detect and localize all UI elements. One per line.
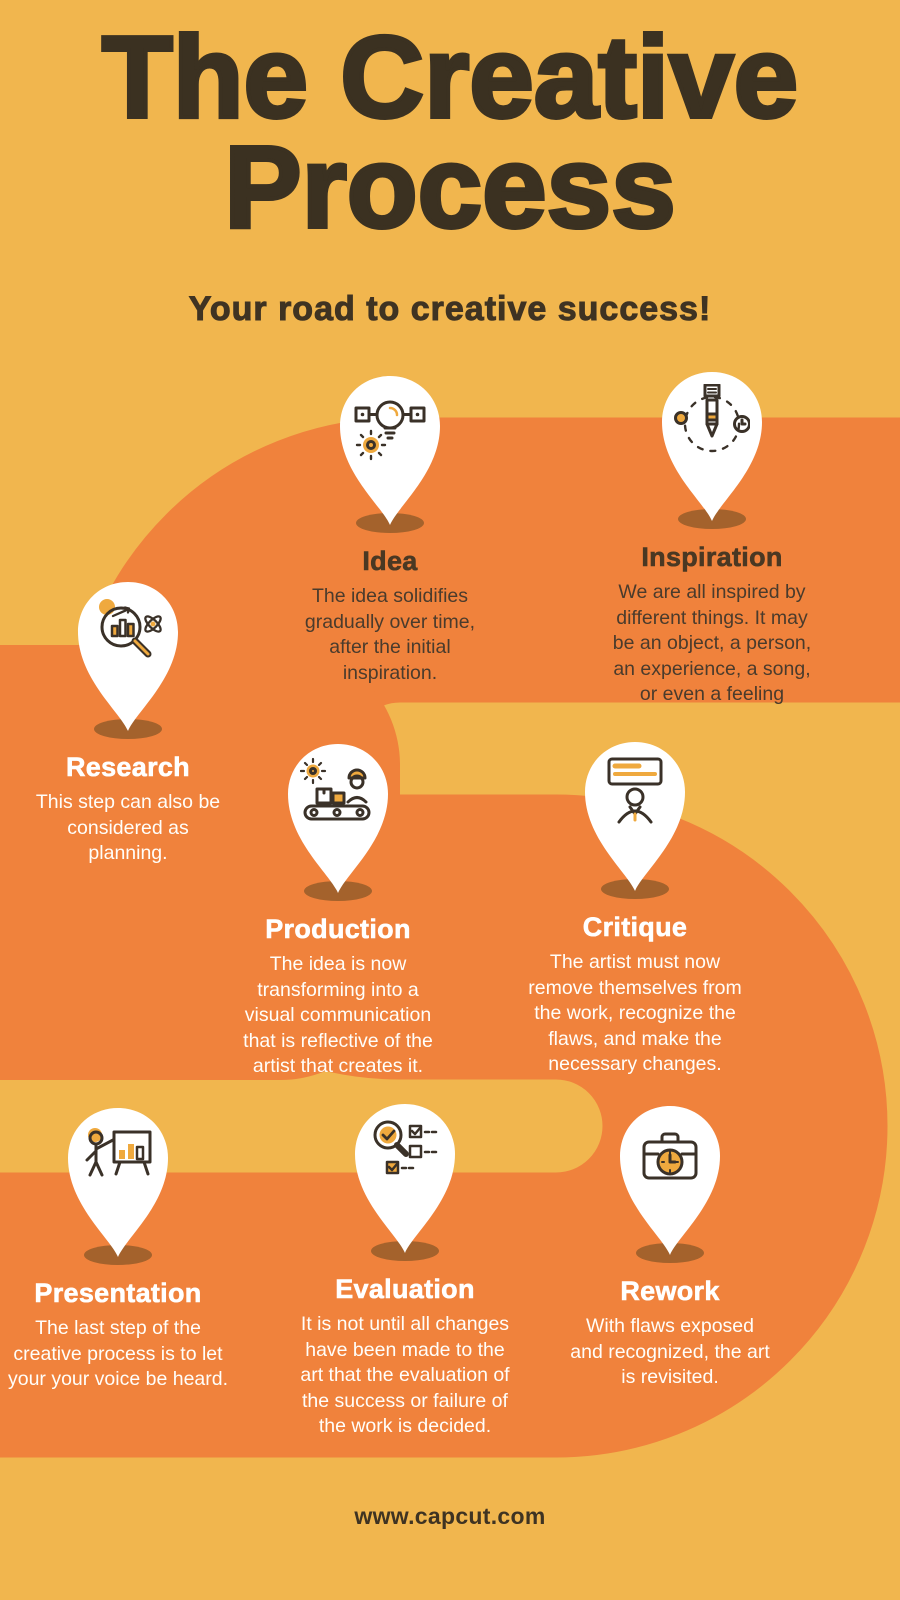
step-research: Research This step can also be considere… bbox=[0, 574, 268, 867]
step-presentation: Presentation The last step of the creati… bbox=[0, 1100, 258, 1393]
lightbulb-gear-icon bbox=[354, 400, 426, 461]
subtitle: Your road to creative success! bbox=[188, 290, 712, 329]
map-pin-rework bbox=[610, 1098, 730, 1264]
step-label: Production bbox=[265, 914, 411, 945]
toolbox-clock-icon bbox=[642, 1132, 698, 1180]
map-pin-research bbox=[68, 574, 188, 740]
step-description: The artist must now remove themselves fr… bbox=[528, 951, 742, 1075]
step-rework: Rework With flaws exposed and recognized… bbox=[530, 1098, 810, 1391]
step-description: It is not until all changes have been ma… bbox=[300, 1313, 510, 1437]
step-label: Inspiration bbox=[641, 542, 783, 573]
map-pin-production bbox=[278, 736, 398, 902]
footer-url: www.capcut.com bbox=[354, 1503, 546, 1529]
step-description: This step can also be considered as plan… bbox=[35, 791, 221, 864]
title-line-1: The Creative bbox=[100, 12, 800, 142]
map-pin-presentation bbox=[58, 1100, 178, 1266]
step-label: Critique bbox=[582, 912, 688, 943]
presenter-board-icon bbox=[607, 757, 663, 824]
checklist-magnifier-icon bbox=[373, 1120, 439, 1175]
step-description: We are all inspired by different things.… bbox=[612, 581, 812, 705]
map-pin bbox=[662, 372, 762, 521]
map-pin-evaluation bbox=[345, 1096, 465, 1262]
step-description: With flaws exposed and recognized, the a… bbox=[570, 1315, 770, 1388]
step-critique: Critique The artist must now remove them… bbox=[495, 734, 775, 1078]
pencil-orbit-icon bbox=[674, 384, 750, 453]
step-label: Rework bbox=[620, 1276, 720, 1307]
step-label: Presentation bbox=[34, 1278, 202, 1309]
step-idea: Idea The idea solidifies gradually over … bbox=[250, 368, 530, 686]
step-inspiration: Inspiration We are all inspired by diffe… bbox=[572, 364, 852, 708]
title-line-2: Process bbox=[222, 122, 677, 252]
conveyor-worker-icon bbox=[300, 757, 371, 821]
map-pin bbox=[355, 1104, 455, 1253]
map-pin-inspiration bbox=[652, 364, 772, 530]
speaker-whiteboard-icon bbox=[85, 1128, 152, 1177]
step-label: Research bbox=[66, 752, 190, 783]
step-description: The idea solidifies gradually over time,… bbox=[304, 585, 476, 684]
step-description: The last step of the creative process is… bbox=[7, 1317, 229, 1390]
step-production: Production The idea is now transforming … bbox=[198, 736, 478, 1080]
map-pin-critique bbox=[575, 734, 695, 900]
map-pin-idea bbox=[330, 368, 450, 534]
step-label: Evaluation bbox=[335, 1274, 475, 1305]
step-label: Idea bbox=[362, 546, 418, 577]
magnifier-chart-icon bbox=[99, 599, 162, 658]
page-title: The Creative Process bbox=[0, 12, 900, 252]
step-description: The idea is now transforming into a visu… bbox=[243, 953, 433, 1077]
step-evaluation: Evaluation It is not until all changes h… bbox=[265, 1096, 545, 1440]
map-pin bbox=[340, 376, 440, 525]
map-pin bbox=[68, 1108, 168, 1257]
